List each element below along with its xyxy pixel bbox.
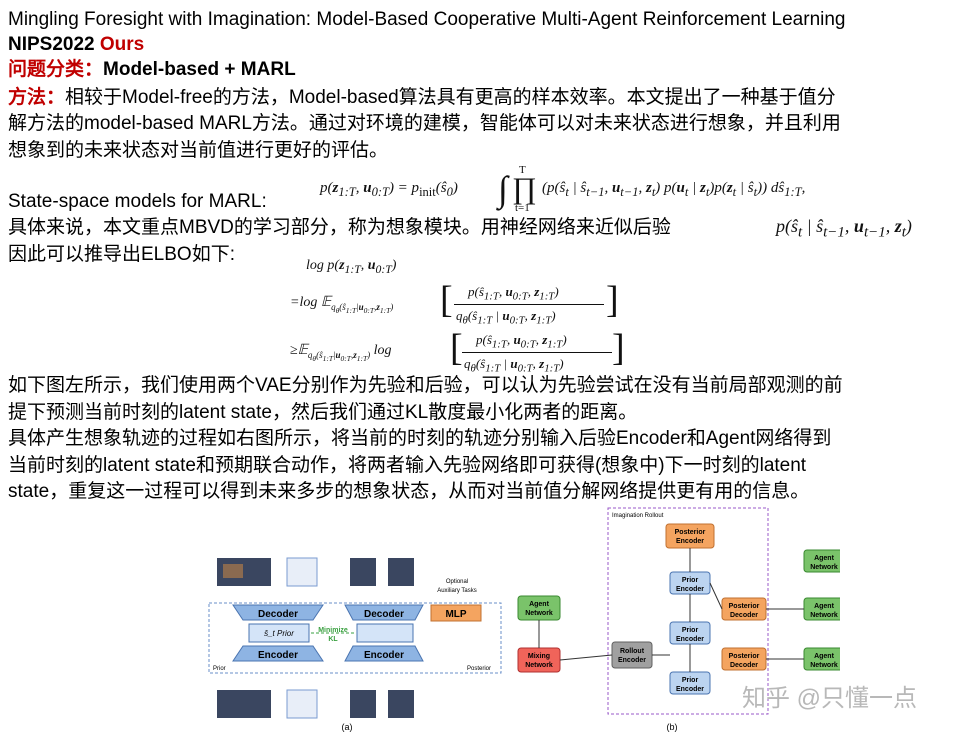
category-label: 问题分类： [8, 59, 104, 80]
action-image-prior-top [286, 557, 318, 587]
svg-text:Prior: Prior [682, 577, 699, 584]
mlp-label: MLP [445, 609, 466, 620]
svg-text:Network: Network [525, 610, 553, 617]
para3-line-3: state，重复这一过程可以得到未来多步的想象状态，从而对当前值分解网络提供更有… [8, 481, 810, 502]
svg-text:Agent: Agent [814, 603, 835, 610]
action-image-prior-bottom [286, 689, 318, 719]
svg-text:Network: Network [810, 564, 838, 571]
svg-text:Encoder: Encoder [676, 636, 704, 643]
posterior-decoder-label: Decoder [364, 609, 404, 620]
para3-line-2: 当前时刻的latent state和预期联合动作，将两者输入先验网络即可获得(想… [8, 455, 807, 476]
prior-encoder-shape [232, 645, 324, 662]
ssm-equation: p(z1:T, u0:T) = pinit(ŝ0) ∫ T ∏ t=1 (p(ŝ… [320, 164, 806, 214]
rollout-encoder-box [611, 641, 653, 669]
prior-tag: Prior [213, 666, 226, 672]
agent-network-box-right-1 [803, 549, 840, 573]
ssm-label: State-space models for MARL: [8, 191, 267, 212]
category-value: Model-based + MARL [103, 59, 296, 80]
svg-text:Agent: Agent [814, 653, 835, 660]
category-line: 问题分类：Model-based + MARL [8, 58, 296, 82]
figure-a-vae: Decoder ŝ_t Prior Encoder Prior Decoder … [208, 557, 502, 732]
svg-text:Encoder: Encoder [676, 686, 704, 693]
prior-encoder-label: Encoder [258, 650, 298, 661]
svg-text:Encoder: Encoder [676, 538, 704, 545]
svg-text:Encoder: Encoder [618, 657, 646, 664]
detail-line-1: 具体来说，本文重点MBVD的学习部分，称为想象模块。用神经网络来近似后验 [8, 217, 671, 238]
svg-text:Prior: Prior [682, 627, 699, 634]
svg-text:Decoder: Decoder [730, 612, 758, 619]
optional-label: Optional [446, 579, 468, 585]
method-line-2: 解方法的model-based MARL方法。通过对环境的建模，智能体可以对未来… [8, 113, 841, 134]
prior-latent-box [248, 623, 310, 643]
figure-b-rollout: Imagination Rollout Posterior Encoder Pr… [517, 507, 840, 732]
svg-text:Mixing: Mixing [528, 653, 550, 660]
svg-text:Agent: Agent [529, 601, 550, 608]
elbo-equation: log p(z1:T, u0:T) =log 𝔼qθ(ŝ1:T|u0:T,z1:… [290, 258, 625, 375]
venue-line: NIPS2022 Ours [8, 33, 144, 57]
posterior-encoder-shape [344, 645, 424, 662]
posterior-encoder-label: Encoder [364, 650, 404, 661]
svg-text:Network: Network [525, 662, 553, 669]
method-line-1: 方法：相较于Model-free的方法，Model-based算法具有更高的样本… [8, 87, 836, 108]
method-line-3: 想象到的未来状态对当前值进行更好的评估。 [8, 140, 389, 161]
svg-text:Rollout: Rollout [620, 648, 645, 655]
svg-text:Encoder: Encoder [676, 586, 704, 593]
svg-text:Network: Network [810, 662, 838, 669]
para3-line-1: 具体产生想象轨迹的过程如右图所示，将当前的时刻的轨迹分别输入后验Encoder和… [8, 428, 832, 449]
posterior-decoder-shape [344, 604, 424, 621]
paper-title: Mingling Foresight with Imagination: Mod… [8, 9, 846, 30]
rollout-frame [607, 507, 769, 715]
frame-image-post-top-1 [350, 558, 376, 586]
svg-text:Network: Network [810, 612, 838, 619]
kl-label: KL [328, 636, 338, 643]
prior-latent-symbol: ŝ_t Prior [264, 629, 294, 638]
posterior-latent-box [356, 623, 414, 643]
vae-outer-box [208, 602, 502, 674]
mlp-box [430, 604, 482, 622]
svg-text:Posterior: Posterior [729, 653, 760, 660]
connector [709, 582, 723, 610]
frame-image-post-top-2 [388, 558, 414, 586]
svg-text:Posterior: Posterior [675, 529, 706, 536]
frame-image-detail [223, 564, 243, 578]
method-label: 方法： [8, 87, 66, 108]
minimize-label: Minimize [318, 627, 348, 634]
frame-image-post-bottom-2 [388, 690, 414, 718]
figure-a-caption: (a) [342, 722, 353, 732]
svg-text:Prior: Prior [682, 677, 699, 684]
frame-image-post-bottom-1 [350, 690, 376, 718]
venue: NIPS2022 [8, 34, 95, 55]
ours-tag: Ours [99, 34, 145, 55]
svg-text:Agent: Agent [814, 555, 835, 562]
connector [559, 654, 613, 661]
rollout-title: Imagination Rollout [612, 513, 664, 519]
aux-tasks-label: Auxiliary Tasks [437, 588, 477, 594]
posterior-tag: Posterior [467, 666, 491, 672]
para2-line-1: 如下图左所示，我们使用两个VAE分别作为先验和后验，可以认为先验尝试在没有当前局… [8, 375, 843, 396]
watermark: 知乎 @只懂一点 [742, 685, 918, 712]
prior-decoder-label: Decoder [258, 609, 298, 620]
svg-text:Decoder: Decoder [730, 662, 758, 669]
frame-image-prior-bottom [217, 690, 271, 718]
figure-b-caption: (b) [667, 722, 678, 732]
detail-line-2: 因此可以推导出ELBO如下: [8, 244, 235, 265]
svg-text:Posterior: Posterior [729, 603, 760, 610]
para2-line-2: 提下预测当前时刻的latent state，然后我们通过KL散度最小化两者的距离… [8, 402, 638, 423]
prior-decoder-shape [232, 604, 324, 621]
posterior-expression: p(ŝt | ŝt−1, ut−1, zt) [776, 216, 912, 241]
